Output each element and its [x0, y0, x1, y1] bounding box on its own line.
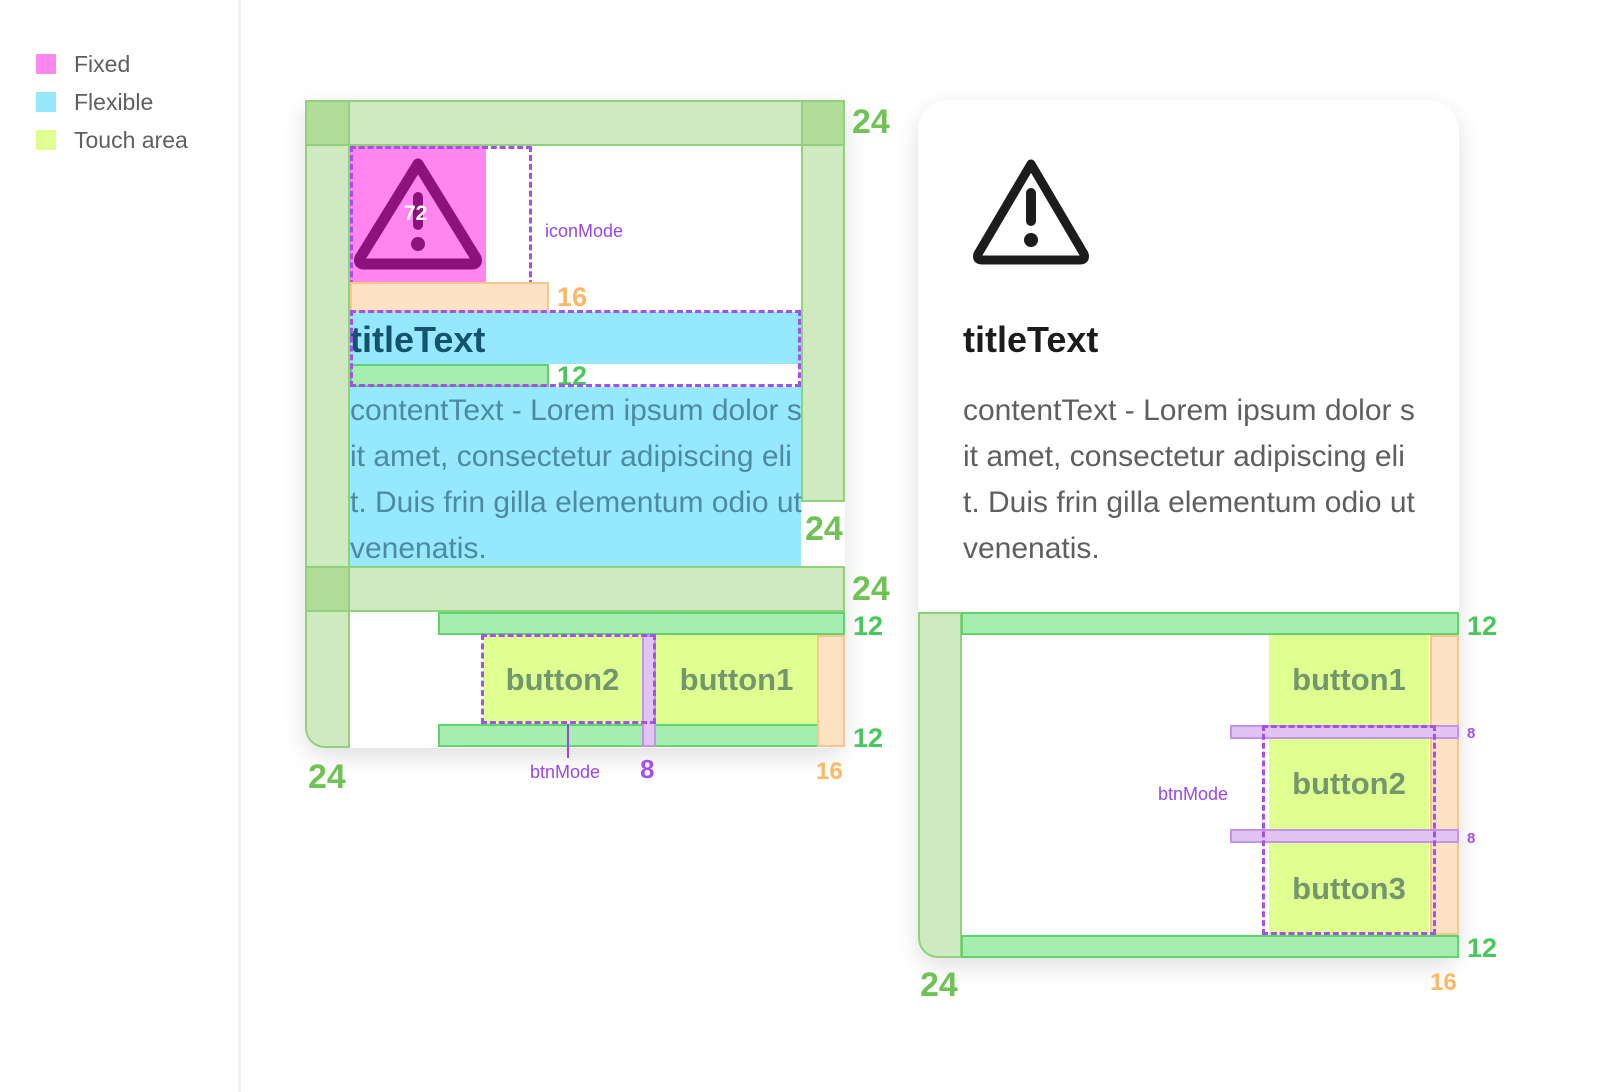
top-padding-band: [305, 100, 845, 146]
top-left-corner: [305, 100, 350, 146]
btn-bottom-label: 12: [853, 723, 884, 753]
top-padding-label: 24: [852, 103, 890, 141]
warning-icon: [973, 159, 1089, 265]
left-padding-band: [918, 612, 962, 958]
top-right-corner: [801, 100, 845, 146]
btn-right-padding-bar: [817, 635, 845, 747]
content-text: contentText - Lorem ipsum dolor sit amet…: [963, 394, 1415, 565]
btn-gap2-bar: [1230, 829, 1459, 843]
icon-mode-label: iconMode: [545, 221, 624, 241]
legend-swatch-flexible: [36, 92, 56, 112]
right-padding-label: 24: [805, 510, 843, 548]
btn-right-label: 16: [1430, 969, 1457, 996]
btn-mode-label: btnMode: [1158, 784, 1229, 804]
content-flexible-area: [350, 387, 801, 566]
title-mode-outline: [350, 310, 801, 387]
btn-top-bar: [438, 612, 845, 635]
btn-gap2-label: 8: [1467, 830, 1476, 847]
btn-mode-outline: [1262, 725, 1436, 935]
left-padding-label: 24: [920, 966, 958, 1004]
btn-bottom-bar: [961, 935, 1459, 958]
button2[interactable]: button2: [1269, 739, 1429, 829]
content-text: contentText - Lorem ipsum dolor sit amet…: [350, 394, 802, 565]
btn-top-bar: [961, 612, 1459, 635]
title-text: titleText: [963, 319, 1099, 360]
legend-label-fixed: Fixed: [74, 51, 131, 77]
btn-bottom-label: 12: [1467, 933, 1498, 963]
btn-mode-outline: [481, 634, 656, 724]
legend-swatch-fixed: [36, 54, 56, 74]
icon-gap-label: 16: [557, 282, 588, 312]
legend-label-flexible: Flexible: [74, 89, 154, 115]
btn-top-label: 12: [853, 611, 884, 641]
sidebar-divider: [238, 0, 241, 1092]
content-bottom-padding-band: [305, 566, 845, 612]
btn-mode-pointer: [567, 724, 569, 758]
legend-label-touch-area: Touch area: [74, 127, 188, 153]
right-padding-band: [801, 144, 845, 502]
btn-mode-label: btnMode: [530, 762, 601, 782]
left-padding-label: 24: [308, 758, 346, 796]
button1[interactable]: button1: [656, 635, 817, 724]
bottom-left-corner: [305, 566, 350, 612]
btn-top-label: 12: [1467, 611, 1498, 641]
legend-swatch-touch-area: [36, 130, 56, 150]
warning-icon: [354, 158, 482, 270]
btn-right-label: 16: [816, 758, 843, 785]
icon-size-label: 72: [404, 202, 428, 225]
title-flexible-area: [350, 312, 801, 364]
title-text: titleText: [350, 319, 486, 360]
icon-gap-bar: [350, 282, 549, 312]
content-bottom-label: 24: [852, 570, 890, 608]
icon-fixed-area: [350, 146, 486, 282]
button2[interactable]: button2: [483, 635, 642, 724]
button1[interactable]: button1: [1269, 635, 1429, 725]
btn-gap-label: 8: [640, 754, 655, 784]
btn-gap1-label: 8: [1467, 725, 1476, 742]
left-padding-band: [305, 144, 350, 748]
button3[interactable]: button3: [1269, 843, 1429, 935]
